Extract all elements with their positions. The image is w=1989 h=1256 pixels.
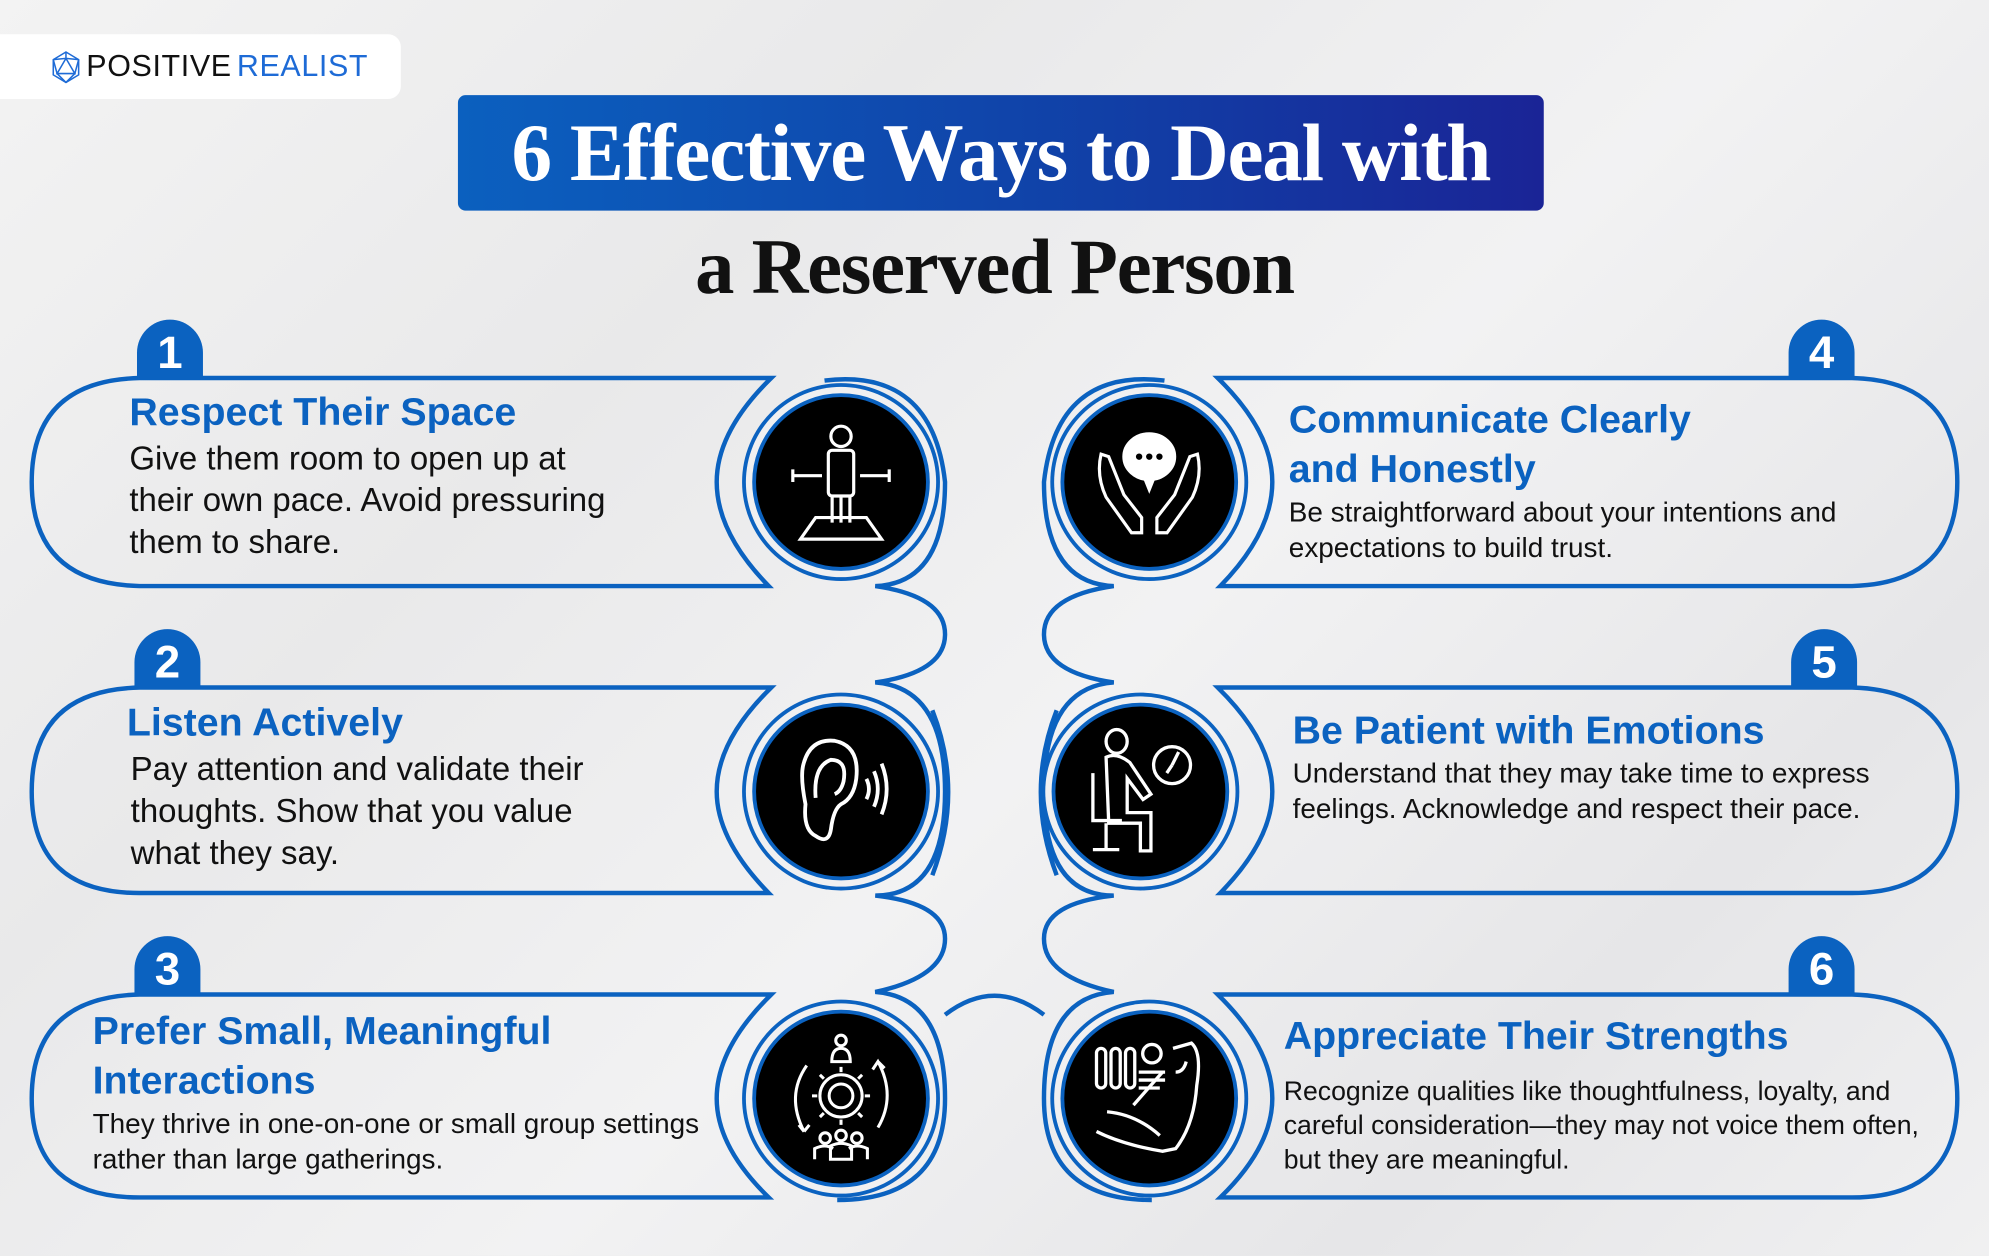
icosahedron-icon <box>52 50 80 83</box>
logo: POSITIVE REALIST <box>0 34 401 99</box>
hands-speech-bubble-icon <box>1060 393 1239 571</box>
way-4-body: Be straightforward about your intentions… <box>1288 495 1837 564</box>
personal-space-icon <box>752 393 930 571</box>
way-3-number-badge: 3 <box>134 936 201 995</box>
way-3-body: They thrive in one-on-one or small group… <box>92 1106 700 1175</box>
way-2-body: Pay attention and validate their thought… <box>130 749 584 872</box>
way-1-number-badge: 1 <box>136 319 203 379</box>
way-5-card: Be Patient with Emotions Understand that… <box>1293 707 1927 829</box>
way-6-number-badge: 6 <box>1788 936 1855 995</box>
waiting-person-clock-icon <box>1051 702 1230 881</box>
way-5-body: Understand that they may take time to ex… <box>1292 756 1870 825</box>
way-2-number-badge: 2 <box>134 629 201 688</box>
strong-arm-icon <box>1060 1009 1239 1188</box>
way-4-title: Communicate Clearly and Honestly <box>1288 397 1691 491</box>
page-title-banner: 6 Effective Ways to Deal with <box>457 95 1544 211</box>
way-2-card: Listen Actively Pay attention and valida… <box>127 699 634 875</box>
way-1-body: Give them room to open up at their own p… <box>129 438 606 562</box>
logo-text-realist: REALIST <box>236 48 369 84</box>
way-3-card: Prefer Small, Meaningful Interactions Th… <box>93 1007 715 1178</box>
page-subtitle: a Reserved Person <box>695 224 1295 311</box>
way-5-title: Be Patient with Emotions <box>1292 707 1765 753</box>
way-2-title: Listen Actively <box>126 700 403 745</box>
logo-text-positive: POSITIVE <box>86 48 232 84</box>
group-gear-icon <box>752 1009 930 1188</box>
way-6-body: Recognize qualities like thoughtfulness,… <box>1283 1076 1919 1176</box>
ear-listening-icon <box>752 702 930 881</box>
way-3-title: Prefer Small, Meaningful Interactions <box>92 1008 552 1103</box>
way-6-title: Appreciate Their Strengths <box>1283 1013 1789 1058</box>
way-1-title: Respect Their Space <box>129 389 517 434</box>
way-5-number-badge: 5 <box>1791 629 1858 688</box>
way-4-number-badge: 4 <box>1788 319 1855 379</box>
way-4-card: Communicate Clearly and Honestly Be stra… <box>1289 396 1936 567</box>
way-6-card: Appreciate Their Strengths Recognize qua… <box>1284 1012 1956 1178</box>
way-1-card: Respect Their Space Give them room to op… <box>129 388 636 564</box>
